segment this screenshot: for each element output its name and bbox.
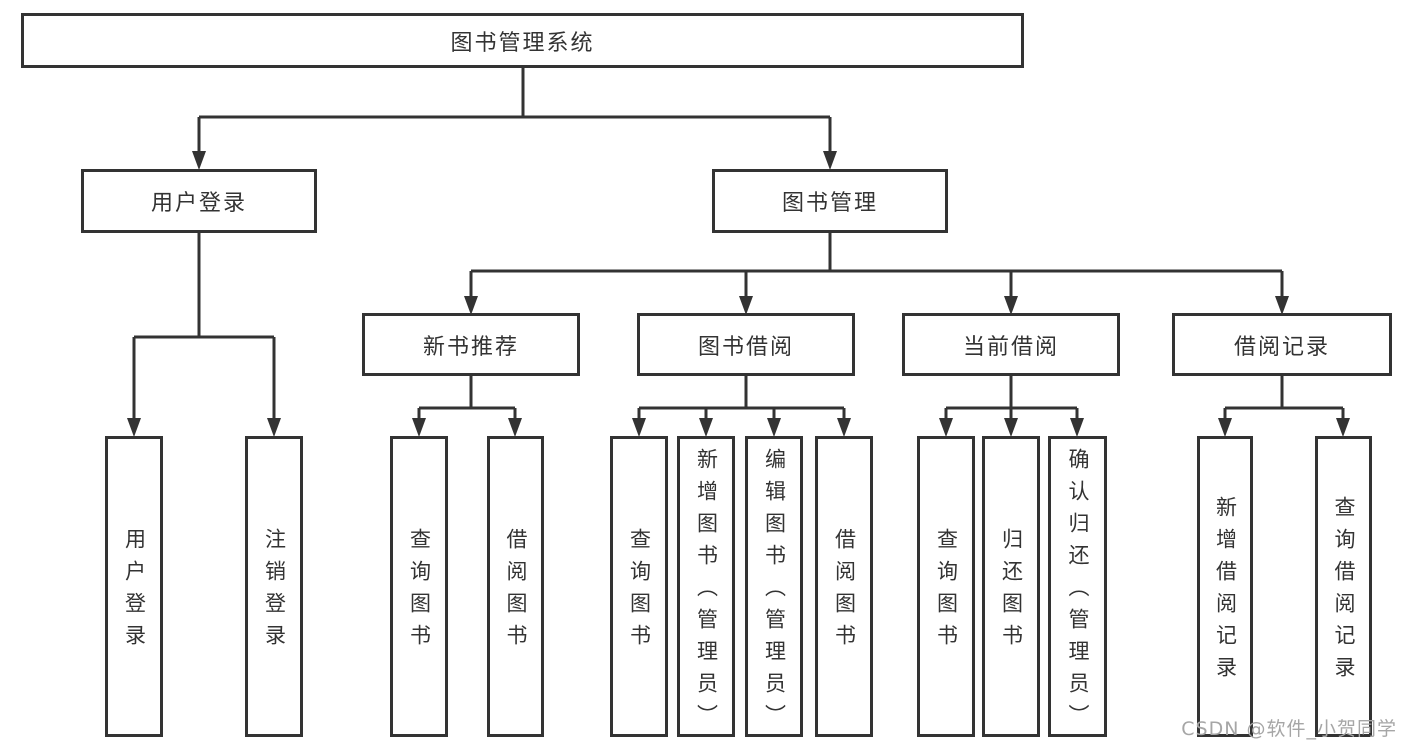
leaf-query-borrow-record: 查询借阅记录 — [1315, 436, 1372, 737]
node-current-borrow: 当前借阅 — [902, 313, 1120, 376]
leaf-newbook-borrow-books: 借阅图书 — [487, 436, 544, 737]
leaf-borrow-books: 借阅图书 — [815, 436, 873, 737]
node-user-login: 用户登录 — [81, 169, 317, 233]
leaf-borrow-query-books: 查询图书 — [610, 436, 668, 737]
node-borrow-records: 借阅记录 — [1172, 313, 1392, 376]
leaf-query-borrow-record-label: 查询借阅记录 — [1332, 496, 1356, 688]
leaf-borrow-books-label: 借阅图书 — [832, 528, 857, 656]
leaf-add-borrow-record-label: 新增借阅记录 — [1213, 496, 1238, 688]
node-current-borrow-label: 当前借阅 — [962, 334, 1059, 360]
leaf-add-books-admin-label: 新增图书（管理员） — [694, 448, 719, 736]
leaf-borrow-query-books-label: 查询图书 — [627, 528, 652, 656]
leaf-confirm-return-admin: 确认归还（管理员） — [1048, 436, 1107, 737]
leaf-logout: 注销登录 — [245, 436, 303, 737]
node-root: 图书管理系统 — [21, 13, 1024, 68]
leaf-return-books: 归还图书 — [982, 436, 1040, 737]
leaf-add-books-admin: 新增图书（管理员） — [677, 436, 735, 737]
node-book-borrow: 图书借阅 — [637, 313, 855, 376]
node-book-borrow-label: 图书借阅 — [697, 334, 794, 360]
leaf-confirm-return-admin-label: 确认归还（管理员） — [1066, 448, 1090, 736]
csdn-watermark: CSDN @软件_小贺同学 — [1181, 718, 1397, 740]
node-borrow-records-label: 借阅记录 — [1233, 334, 1330, 360]
node-user-login-label: 用户登录 — [150, 191, 247, 216]
leaf-user-login-label: 用户登录 — [122, 528, 147, 656]
leaf-current-query-books-label: 查询图书 — [934, 528, 959, 656]
node-book-management-label: 图书管理 — [781, 191, 878, 216]
leaf-newbook-query-books: 查询图书 — [390, 436, 448, 737]
node-new-book-recommend: 新书推荐 — [362, 313, 580, 376]
leaf-newbook-borrow-books-label: 借阅图书 — [504, 528, 528, 656]
leaf-logout-label: 注销登录 — [262, 528, 287, 656]
node-new-book-recommend-label: 新书推荐 — [422, 334, 519, 360]
leaf-current-query-books: 查询图书 — [917, 436, 975, 737]
leaf-edit-books-admin: 编辑图书（管理员） — [745, 436, 803, 737]
leaf-return-books-label: 归还图书 — [999, 528, 1024, 656]
leaf-add-borrow-record: 新增借阅记录 — [1197, 436, 1253, 737]
leaf-user-login: 用户登录 — [105, 436, 163, 737]
node-book-management: 图书管理 — [712, 169, 948, 233]
leaf-edit-books-admin-label: 编辑图书（管理员） — [762, 448, 787, 736]
connector-wire-path — [132, 68, 1345, 421]
leaf-newbook-query-books-label: 查询图书 — [407, 528, 432, 656]
node-root-label: 图书管理系统 — [450, 30, 595, 56]
